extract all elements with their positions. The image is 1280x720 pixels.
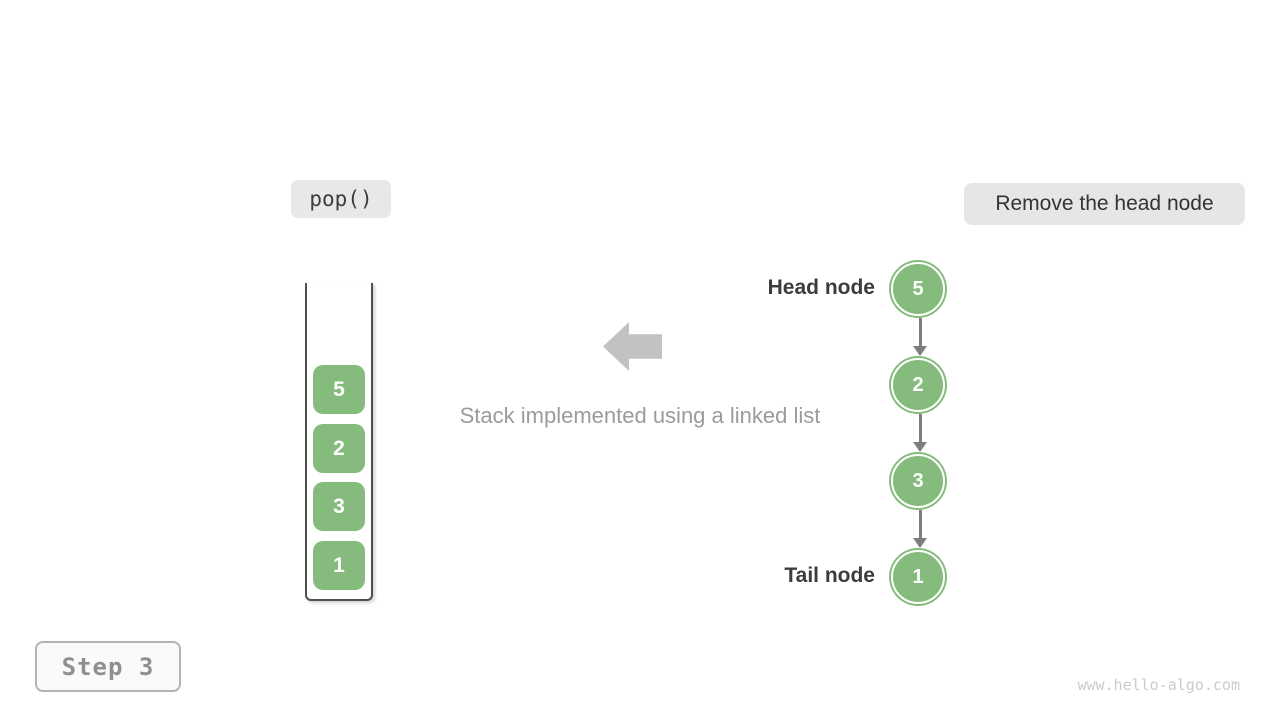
stack-container: 5 2 3 1 — [305, 283, 373, 601]
list-node-2: 2 — [891, 358, 945, 412]
list-node-5: 5 — [891, 262, 945, 316]
annotation-label: Remove the head node — [995, 192, 1214, 215]
stack-item-5: 5 — [313, 365, 365, 414]
list-node-1: 1 — [891, 550, 945, 604]
watermark: www.hello-algo.com — [1077, 676, 1240, 694]
step-badge: Step 3 — [35, 641, 181, 692]
head-node-label: Head node — [767, 276, 875, 299]
stack-item-2: 2 — [313, 424, 365, 473]
tail-node-label: Tail node — [784, 564, 875, 587]
pop-operation-badge: pop() — [291, 180, 391, 218]
annotation-badge: Remove the head node — [964, 183, 1245, 225]
step-label: Step 3 — [61, 652, 155, 681]
left-block-arrow-icon — [603, 322, 662, 371]
arrow-down-icon — [912, 318, 928, 356]
arrow-down-icon — [912, 510, 928, 548]
diagram-caption: Stack implemented using a linked list — [459, 403, 821, 428]
pop-operation-label: pop() — [309, 187, 373, 211]
list-node-3: 3 — [891, 454, 945, 508]
arrow-down-icon — [912, 414, 928, 452]
stack-item-1: 1 — [313, 541, 365, 590]
stack-item-3: 3 — [313, 482, 365, 531]
